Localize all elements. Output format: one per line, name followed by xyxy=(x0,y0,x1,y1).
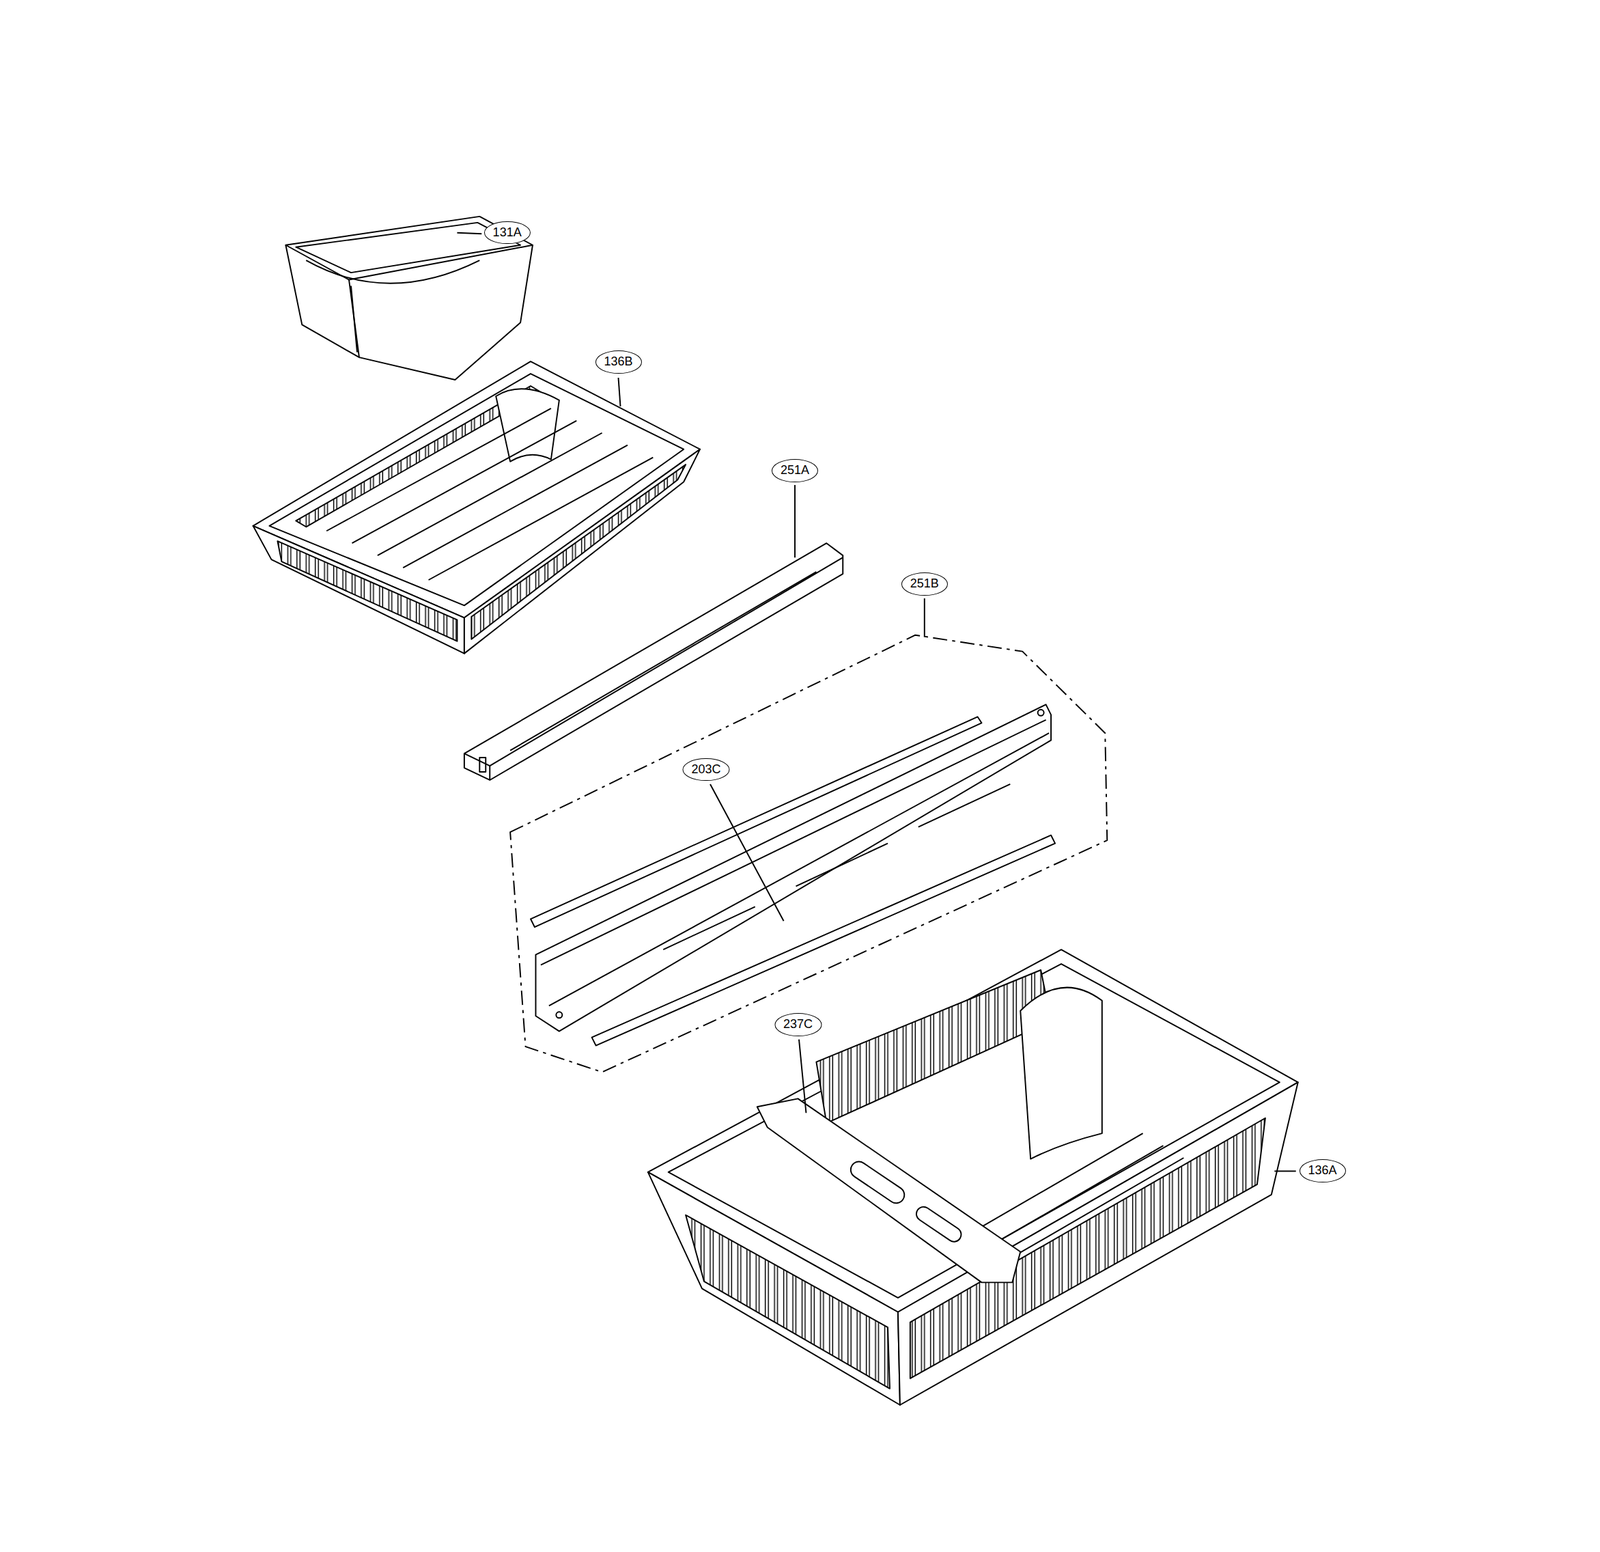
callout-number: 203C xyxy=(682,758,731,782)
basket xyxy=(253,361,700,653)
tray xyxy=(285,216,533,380)
guide-rails xyxy=(530,704,1056,1045)
callout-number: 136A xyxy=(1299,1158,1346,1183)
callout-number: 136B xyxy=(594,351,642,375)
callout-number: 251A xyxy=(771,458,819,483)
basket xyxy=(648,949,1299,1405)
leader-lines xyxy=(456,232,1296,1172)
rail xyxy=(464,542,843,780)
callout-number: 237C xyxy=(774,1012,822,1036)
callout-number: 131A xyxy=(484,221,531,245)
callout-number: 251B xyxy=(901,572,948,596)
